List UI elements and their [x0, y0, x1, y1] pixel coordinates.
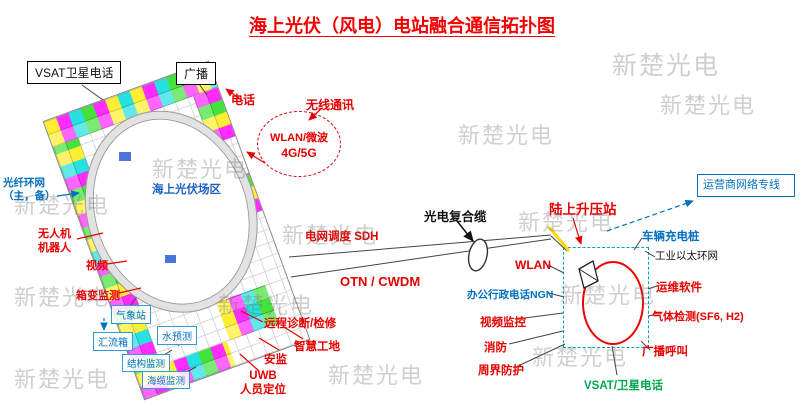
label-gas-detection: 气体检测(SF6, H2) [652, 311, 744, 323]
label-4g5g: 4G/5G [281, 145, 317, 160]
label-robot: 机器人 [38, 242, 71, 254]
label-office-phone-ngn: 办公行政电话NGN [467, 289, 554, 301]
label-wlan-onshore: WLAN [515, 258, 551, 272]
onshore-station-box [563, 247, 649, 348]
label-fiber-ring: 光纤环网（主，备） [3, 177, 56, 202]
network-node [119, 152, 131, 161]
onshore-station-ring [582, 261, 644, 345]
offshore-pv-array [42, 60, 311, 401]
watermark: 新楚光电 [14, 367, 111, 392]
label-combiner-box: 汇流箱 [93, 332, 133, 351]
label-drone-robot: 无人机 机器人 [38, 227, 71, 255]
label-transformer-monitor: 箱变监测 [76, 290, 120, 302]
label-sea-cable-monitor: 海缆监测 [142, 371, 191, 389]
label-industrial-ethernet: 工业以太环网 [655, 250, 718, 262]
page-title: 海上光伏（风电）电站融合通信拓扑图 [249, 16, 555, 36]
label-uwb: UWB [249, 370, 277, 382]
label-composite-cable: 光电复合缆 [424, 210, 487, 224]
label-broadcast: 广播 [176, 62, 217, 85]
label-vsat-onshore: VSAT/卫星电话 [584, 380, 664, 392]
label-wlan-microwave: WLAN/微波 [269, 131, 329, 144]
label-video: 视频 [86, 260, 108, 272]
label-personnel-location: 人员定位 [240, 384, 286, 396]
label-safety-monitor: 安监 [264, 354, 287, 366]
label-perimeter: 周界防护 [478, 365, 524, 377]
label-otn-cwdm: OTN / CWDM [340, 274, 421, 289]
label-fire: 消防 [484, 342, 507, 354]
label-grid-dispatch-sdh: 电网调度 SDH [305, 231, 379, 243]
network-node [165, 255, 176, 263]
label-remote-diagnosis: 远程诊断/检修 [264, 318, 337, 330]
composite-cable-icon [467, 238, 489, 272]
label-om-software: 运维软件 [656, 282, 702, 294]
label-video-surveillance: 视频监控 [480, 317, 526, 329]
label-onshore-station: 陆上升压站 [549, 202, 617, 217]
label-phone: 电话 [231, 93, 256, 107]
wireless-bubble: WLAN/微波 4G/5G [257, 111, 341, 177]
label-wireless: 无线通讯 [306, 98, 355, 112]
label-drone: 无人机 [38, 228, 71, 240]
label-structure-monitor: 结构监测 [122, 354, 171, 372]
label-smart-site: 智慧工地 [294, 341, 340, 353]
label-water-forecast: 水预测 [157, 326, 197, 345]
pv-field-label: 海上光伏场区 [152, 184, 221, 196]
watermark: 新楚光电 [660, 93, 757, 118]
label-vsat-offshore: VSAT卫星电话 [27, 61, 122, 84]
label-uwb-personnel: UWB 人员定位 [240, 369, 286, 397]
label-vehicle-charging: 车辆充电桩 [642, 231, 700, 243]
label-operator-line: 运营商网络专线 [697, 174, 795, 197]
watermark: 新楚光电 [328, 363, 425, 388]
label-broadcast-call: 广播呼叫 [642, 346, 688, 358]
watermark: 新楚光电 [612, 52, 721, 80]
watermark: 新楚光电 [458, 123, 555, 148]
label-weather-station: 气象站 [111, 305, 151, 324]
